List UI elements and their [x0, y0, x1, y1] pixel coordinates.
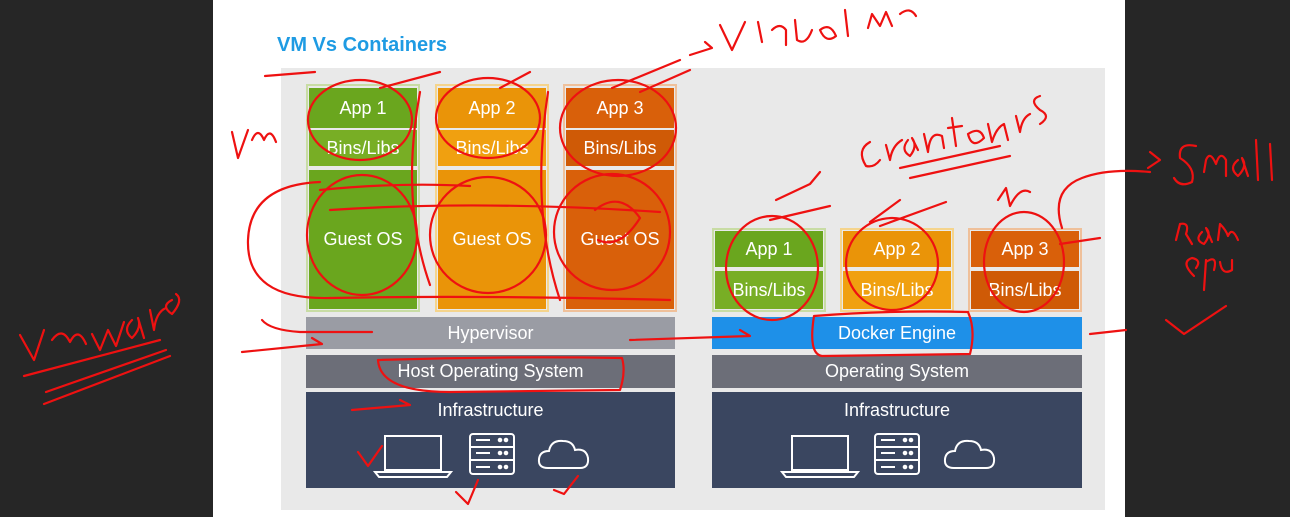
server-icon — [469, 433, 515, 475]
server-icon — [874, 433, 920, 475]
slide-title: VM Vs Containers — [277, 34, 448, 56]
container-infrastructure-label: Infrastructure — [843, 400, 951, 420]
laptop-icon — [779, 435, 861, 478]
cloud-icon — [537, 439, 590, 469]
laptop-icon — [372, 435, 454, 478]
container-infrastructure-layer: Infrastructure — [712, 392, 1082, 488]
container-os-layer: Operating System — [712, 355, 1082, 388]
cloud-icon — [943, 439, 996, 469]
vm-infrastructure-label: Infrastructure — [437, 400, 544, 420]
